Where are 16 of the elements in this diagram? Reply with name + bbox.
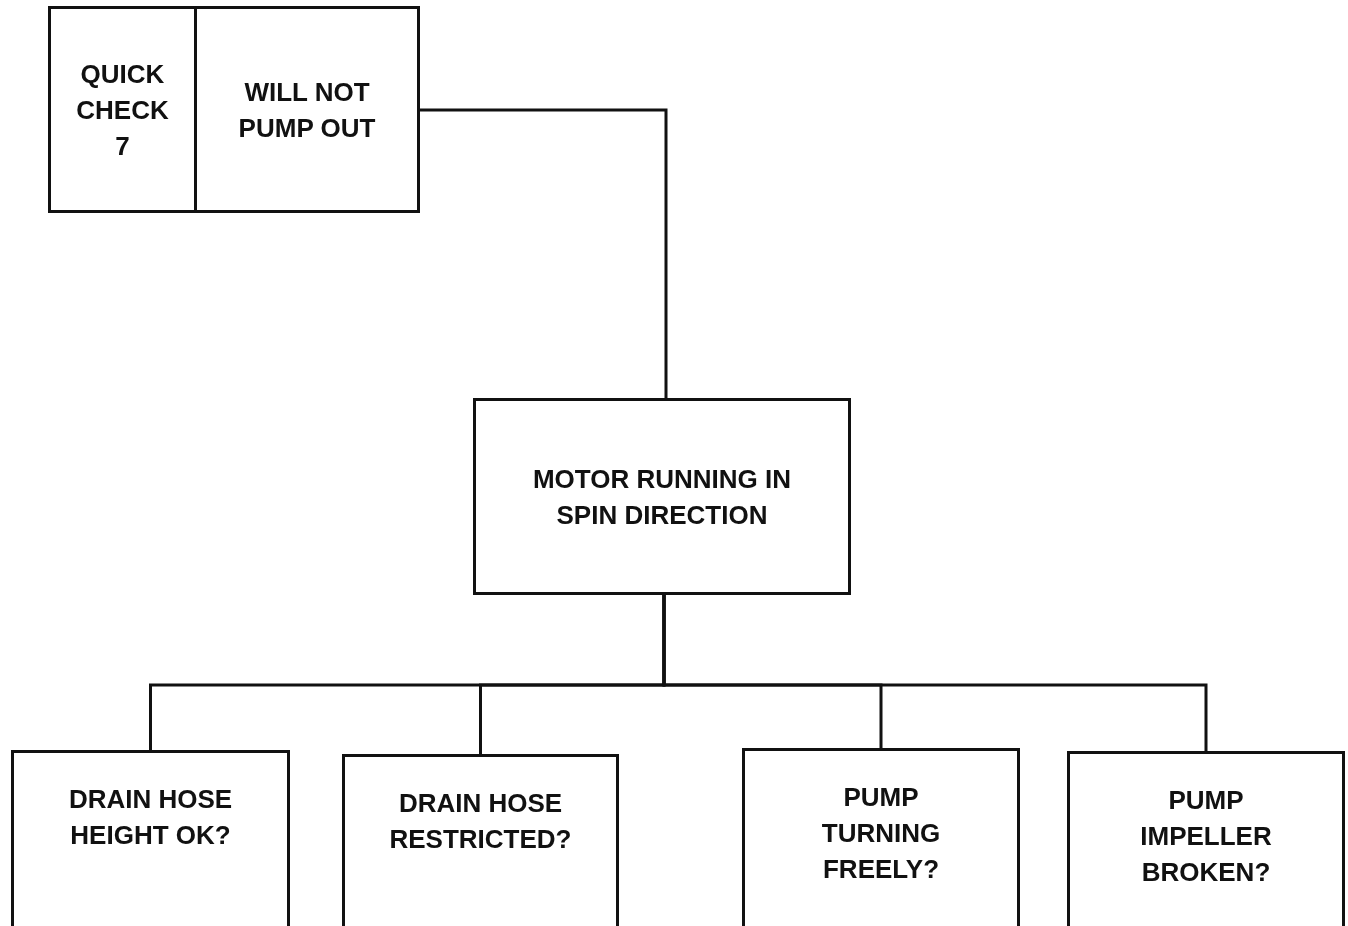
connector-line [420, 108, 668, 398]
box-label: MOTOR RUNNING IN SPIN DIRECTION [531, 462, 793, 532]
box-label: DRAIN HOSE HEIGHT OK? [67, 783, 234, 852]
box-label: QUICK CHECK 7 [75, 57, 170, 163]
box-label: DRAIN HOSE RESTRICTED? [388, 787, 573, 856]
process-box [742, 748, 1020, 926]
process-box [11, 750, 290, 926]
process-box [48, 6, 197, 213]
box-label: PUMP TURNING FREELY? [820, 781, 942, 886]
process-box [1067, 751, 1345, 926]
connector-line [662, 595, 1208, 751]
process-box [473, 398, 851, 595]
process-box [194, 6, 420, 213]
box-label: PUMP IMPELLER BROKEN? [1139, 784, 1273, 889]
process-box [342, 754, 619, 926]
box-label: WILL NOT PUMP OUT [237, 75, 377, 145]
